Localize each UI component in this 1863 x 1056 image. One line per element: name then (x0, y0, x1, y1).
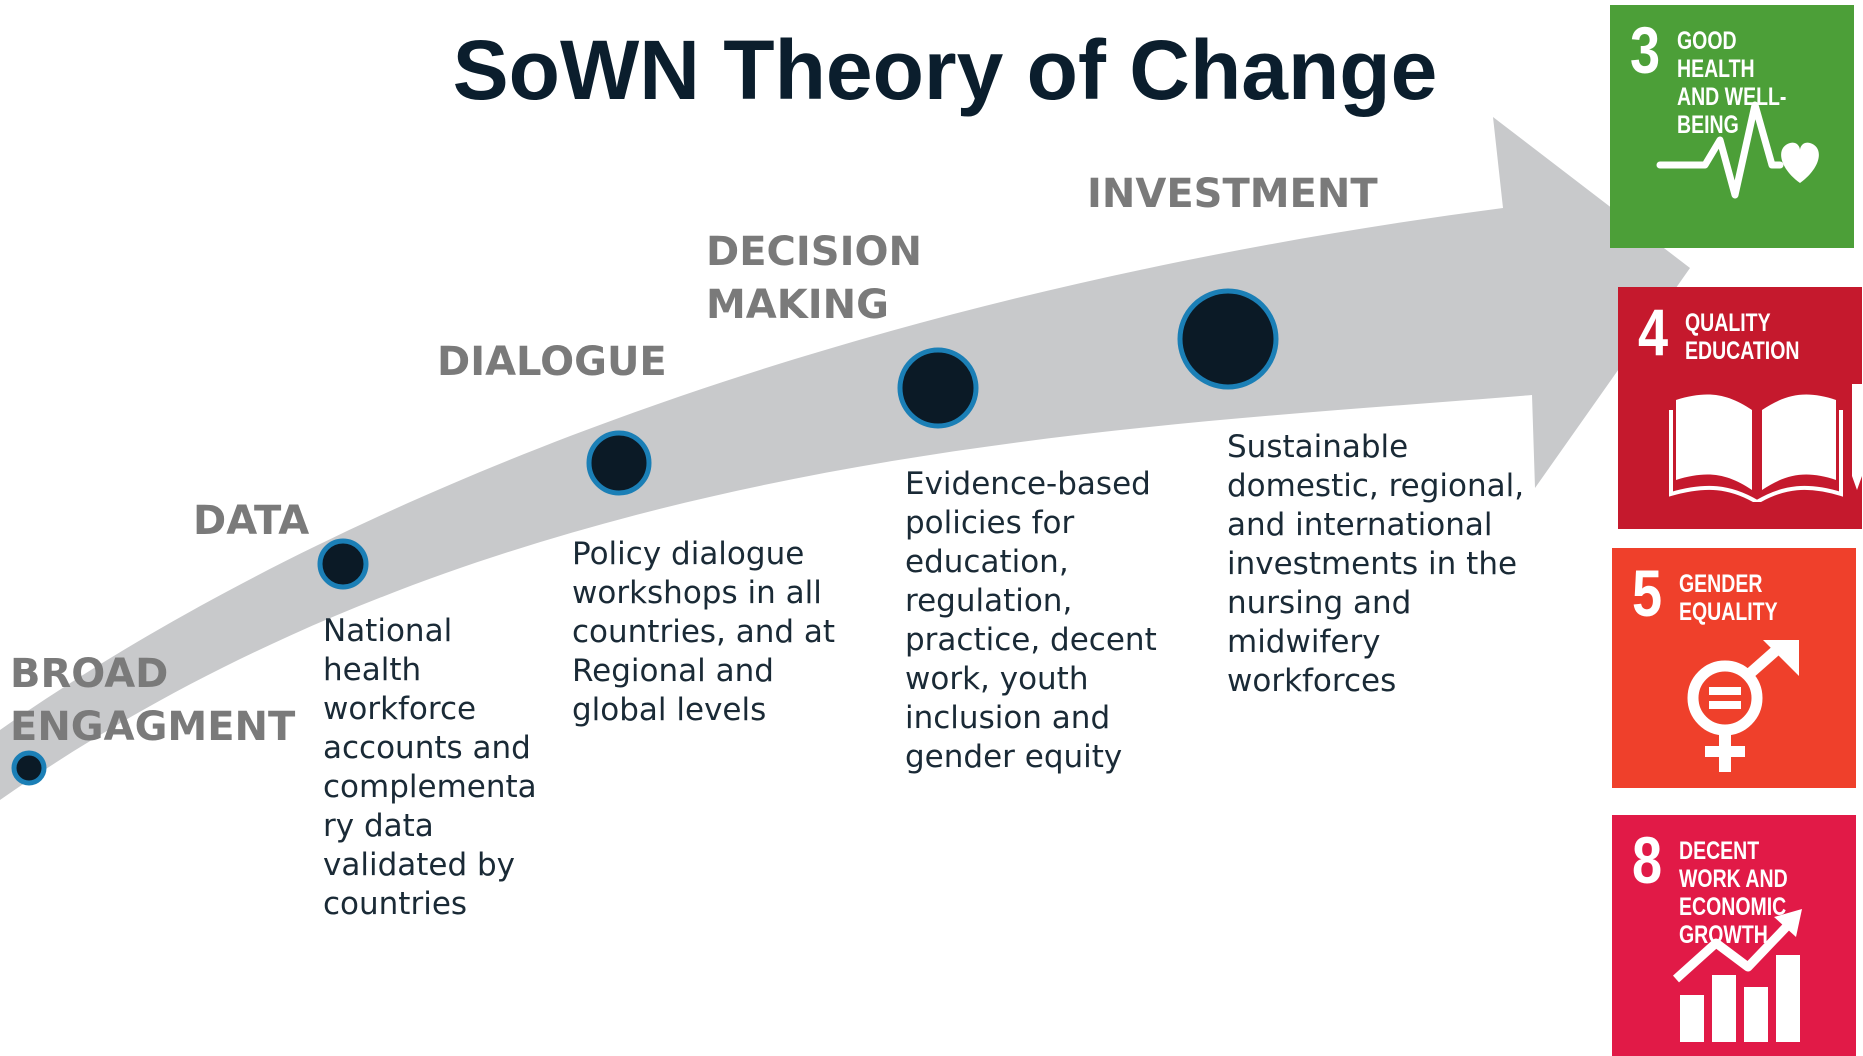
sdg-tile-3: 3 GOOD HEALTH AND WELL-BEING (1610, 5, 1854, 248)
node-dialogue (586, 430, 652, 496)
stage-description-investment: Sustainable domestic, regional, and inte… (1227, 429, 1525, 699)
stage-label-data: DATA (193, 498, 310, 544)
gender-equality-icon (1687, 640, 1799, 772)
stage-label-broad-engagement: BROAD ENGAGMENT (10, 651, 296, 750)
sdg-tile-4: 4 QUALITY EDUCATION (1618, 287, 1862, 529)
stage-label-dialogue: DIALOGUE (437, 339, 667, 385)
stage-description-decision-making: Evidence-based policies for education, r… (905, 466, 1157, 775)
stage-description-data: National health workforce accounts and c… (323, 613, 537, 922)
node-investment (1177, 288, 1279, 390)
stage-label-decision-making: DECISION MAKING (706, 229, 922, 328)
heartbeat-icon (1656, 101, 1819, 199)
sdg-tile-5: 5 GENDER EQUALITY (1612, 548, 1856, 788)
page-title: SoWN Theory of Change (452, 23, 1438, 117)
stage-description-dialogue: Policy dialogue workshops in all countri… (572, 536, 836, 728)
progress-arrow (0, 117, 1690, 800)
sdg-tile-8: 8 DECENT WORK AND ECONOMIC GROWTH (1612, 815, 1856, 1056)
node-decision-making (897, 347, 979, 429)
book-pencil-icon (1669, 384, 1862, 502)
node-data (317, 538, 369, 590)
node-broad-engagement (11, 750, 47, 786)
growth-chart-icon (1672, 909, 1802, 1042)
stage-label-investment: INVESTMENT (1087, 171, 1378, 217)
